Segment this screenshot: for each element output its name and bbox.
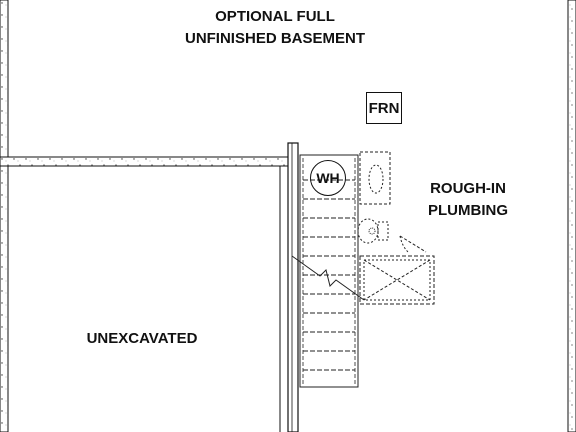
left-wall (0, 0, 9, 432)
right-wall (567, 0, 576, 432)
foundation-wall (0, 156, 293, 432)
basement-label-line2: UNFINISHED BASEMENT (184, 30, 365, 47)
unexcavated-label: UNEXCAVATED (86, 330, 198, 347)
rough-in-label-line1: ROUGH-IN (430, 180, 506, 197)
water-heater-symbol: WH (310, 160, 346, 196)
furnace-box: FRN (366, 92, 402, 124)
rough-in-label-line2: PLUMBING (428, 202, 508, 219)
basement-label-line1: OPTIONAL FULL (215, 8, 335, 25)
stair-wall (287, 142, 299, 432)
basement-label: OPTIONAL FULL UNFINISHED BASEMENT (170, 6, 380, 50)
rough-in-fixtures (357, 151, 435, 305)
rough-in-label: ROUGH-IN PLUMBING (412, 178, 524, 222)
